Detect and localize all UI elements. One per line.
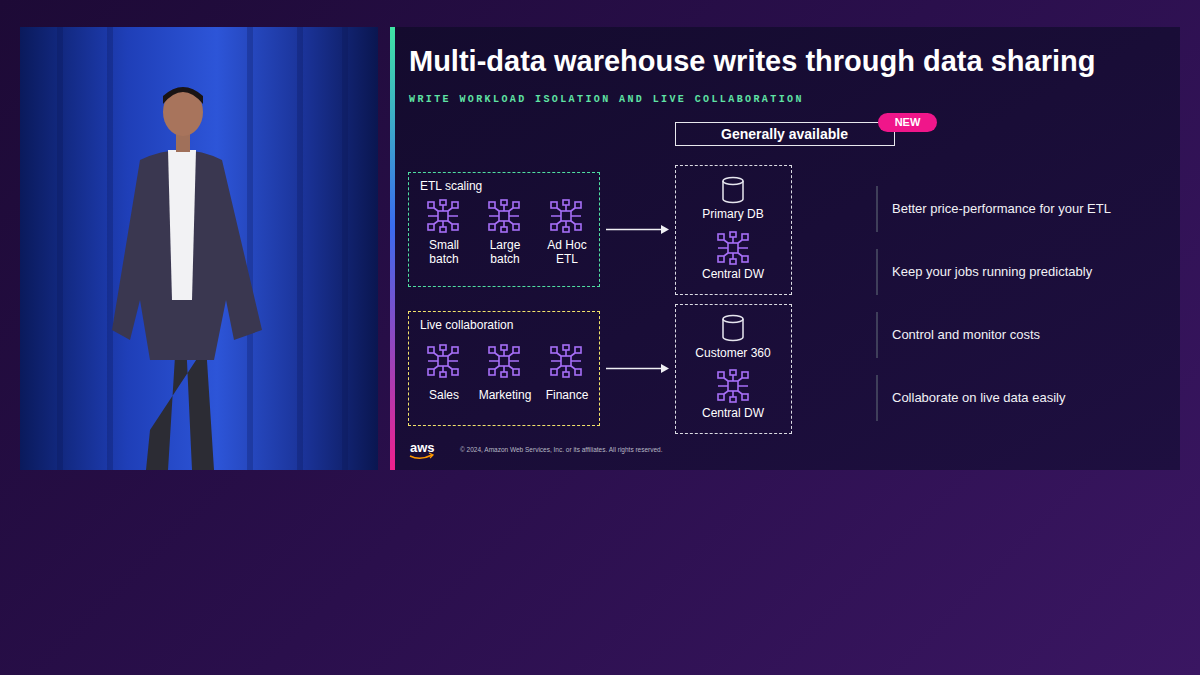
node-label: Marketing: [467, 388, 543, 402]
benefit-text: Better price-performance for your ETL: [892, 201, 1111, 217]
node-label: Live collaboration: [420, 318, 590, 332]
speaker-figure: [112, 87, 262, 470]
node-label: Large batch: [477, 238, 533, 267]
node-label: Primary DB: [678, 207, 788, 221]
benefit-text: Control and monitor costs: [892, 327, 1040, 343]
node-label: Sales: [406, 388, 482, 402]
status-box: Generally available: [675, 122, 895, 146]
etl-group: ETL scalingSmall batchLarge batchAd Hoc …: [408, 172, 600, 287]
node-label: Finance: [529, 388, 605, 402]
node-label: Customer 360: [678, 346, 788, 360]
logo-text: aws: [410, 440, 435, 456]
node-label: Ad Hoc ETL: [539, 238, 595, 267]
subtitle: WRITE WORKLOAD ISOLATION AND LIVE COLLAB…: [409, 94, 804, 106]
node-label: Central DW: [678, 406, 788, 420]
node-label: Small batch: [416, 238, 472, 267]
node-label: ETL scaling: [420, 179, 590, 193]
target-box: Customer 360Central DW: [675, 304, 792, 434]
benefit-text: Collaborate on live data easily: [892, 390, 1065, 406]
collaboration-group: Live collaborationSalesMarketingFinance: [408, 311, 600, 426]
copyright-text: © 2024, Amazon Web Services, Inc. or its…: [460, 446, 663, 454]
node-label: Generally available: [676, 126, 893, 143]
node-label: NEW: [878, 116, 937, 129]
target-box: Primary DB Central DW: [675, 165, 792, 295]
slide-title: Multi-data warehouse writes through data…: [409, 44, 1095, 79]
flow-arrow: [606, 364, 669, 373]
node-label: Central DW: [678, 267, 788, 281]
flow-arrow: [606, 225, 669, 234]
benefit-text: Keep your jobs running predictably: [892, 264, 1092, 280]
new-badge: NEW: [878, 113, 937, 132]
